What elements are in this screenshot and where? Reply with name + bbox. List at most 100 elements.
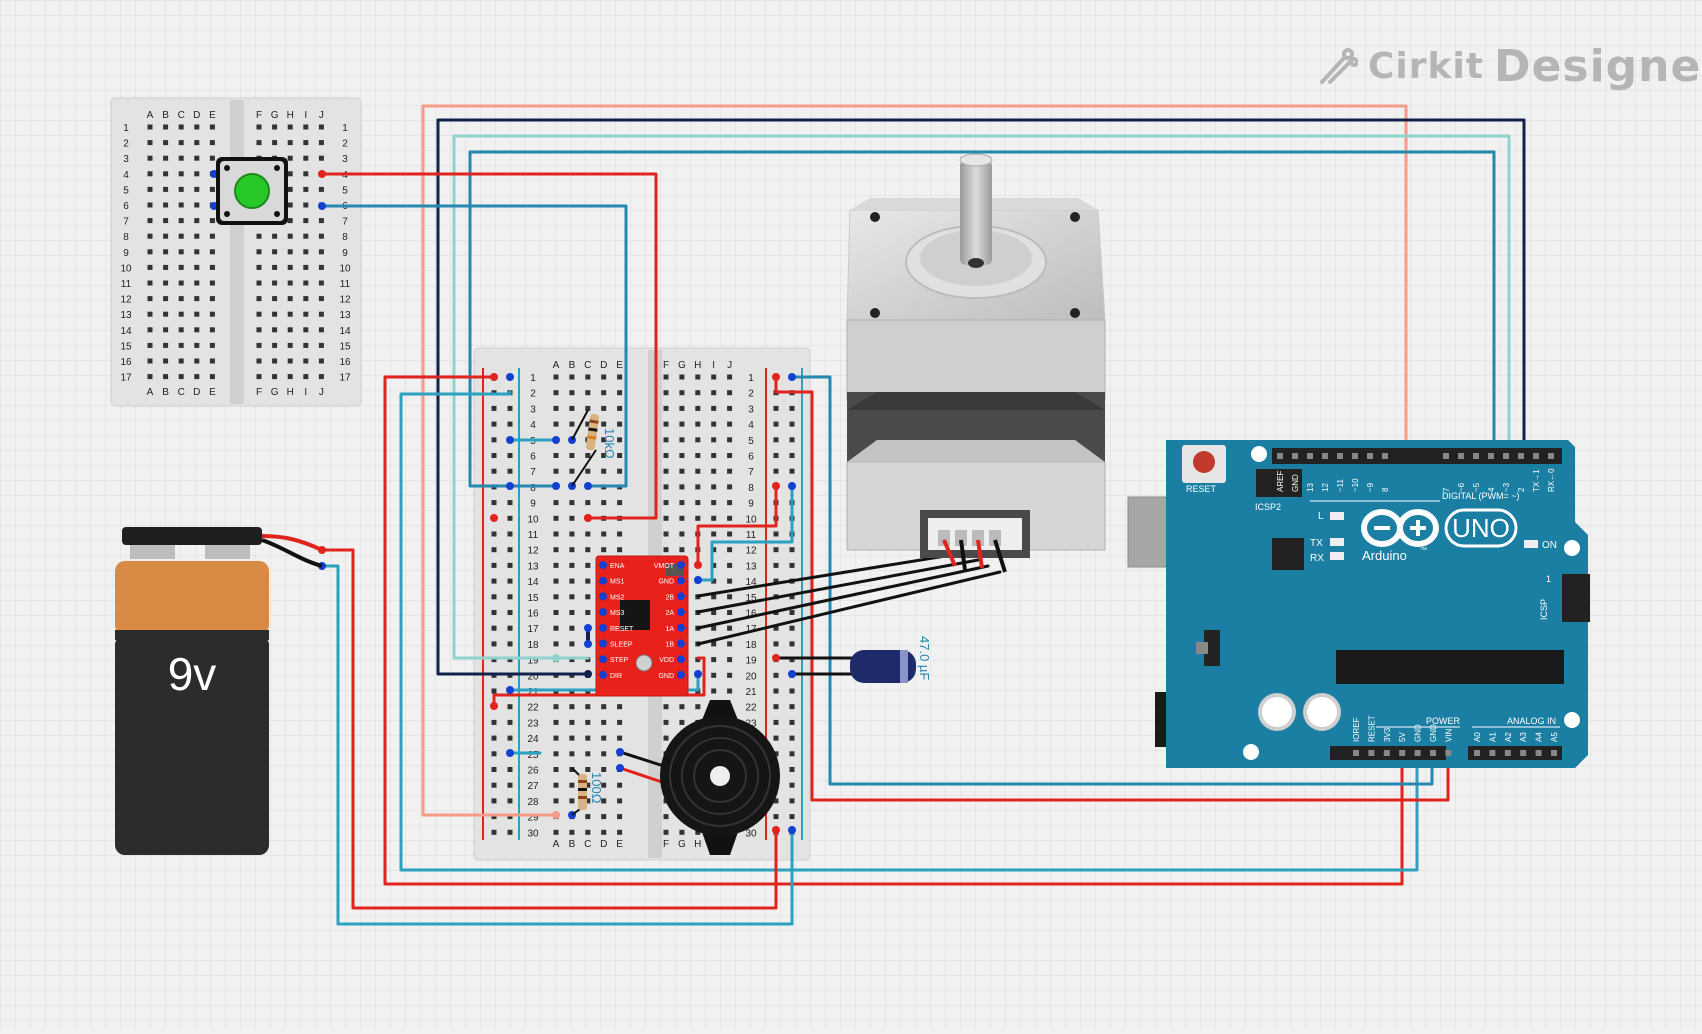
hole[interactable] [679,704,685,710]
hole[interactable] [553,515,559,521]
hole[interactable] [569,562,575,568]
rail-hole[interactable] [491,688,497,694]
rail-hole[interactable] [507,421,513,427]
hole[interactable] [663,814,669,820]
hole[interactable] [147,186,153,192]
hole[interactable] [711,390,717,396]
hole[interactable] [553,625,559,631]
hole[interactable] [194,140,200,146]
hole[interactable] [194,249,200,255]
hole[interactable] [553,782,559,788]
hole[interactable] [178,218,184,224]
hole[interactable] [318,155,324,161]
rail-hole[interactable] [773,751,779,757]
rail-hole[interactable] [507,531,513,537]
hole[interactable] [617,719,623,725]
hole[interactable] [711,437,717,443]
hole[interactable] [585,814,591,820]
rail-hole[interactable] [507,500,513,506]
rail-hole[interactable] [507,468,513,474]
hole[interactable] [287,140,293,146]
hole[interactable] [617,704,623,710]
rail-hole[interactable] [773,688,779,694]
hole[interactable] [711,578,717,584]
hole[interactable] [256,249,262,255]
rail-hole[interactable] [507,719,513,725]
hole[interactable] [663,374,669,380]
hole[interactable] [601,782,607,788]
driver-pin[interactable] [677,670,685,679]
hole[interactable] [147,311,153,317]
wire-endpoint[interactable] [506,686,514,694]
hole[interactable] [318,311,324,317]
hole[interactable] [318,140,324,146]
hole[interactable] [569,500,575,506]
wire-endpoint[interactable] [584,670,592,678]
hole[interactable] [163,186,169,192]
hole[interactable] [569,782,575,788]
hole[interactable] [585,782,591,788]
driver-pin[interactable] [599,576,607,585]
driver-pin[interactable] [677,592,685,601]
hole[interactable] [695,500,701,506]
rail-hole[interactable] [789,798,795,804]
rail-hole[interactable] [491,798,497,804]
wire-endpoint[interactable] [552,436,560,444]
rail-hole[interactable] [789,547,795,553]
hole[interactable] [147,218,153,224]
rail-hole[interactable] [789,767,795,772]
driver-pin[interactable] [599,639,607,648]
hole[interactable] [679,374,685,380]
hole[interactable] [147,124,153,130]
rail-hole[interactable] [507,641,513,647]
rail-hole[interactable] [491,531,497,537]
hole[interactable] [727,515,733,521]
hole[interactable] [178,374,184,380]
hole[interactable] [679,531,685,537]
hole[interactable] [163,296,169,302]
header-pin[interactable] [1488,453,1494,459]
hole[interactable] [569,719,575,725]
hole[interactable] [287,124,293,130]
hole[interactable] [194,280,200,286]
hole[interactable] [617,421,623,427]
wire-blue-d4[interactable] [468,150,1496,488]
hole[interactable] [209,186,215,192]
hole[interactable] [318,218,324,224]
hole[interactable] [178,186,184,192]
hole[interactable] [163,311,169,317]
header-pin[interactable] [1322,453,1328,459]
hole[interactable] [585,657,591,663]
hole[interactable] [617,829,623,835]
hole[interactable] [256,280,262,286]
hole[interactable] [569,735,575,741]
wire-black-2[interactable] [696,558,980,614]
wire-endpoint[interactable] [772,482,780,490]
hole[interactable] [695,437,701,443]
hole[interactable] [617,735,623,741]
hole[interactable] [585,719,591,725]
hole[interactable] [601,829,607,835]
hole[interactable] [163,202,169,208]
hole[interactable] [147,342,153,348]
wire-endpoint[interactable] [318,202,326,210]
hole[interactable] [553,704,559,710]
wire-red-vin[interactable] [774,375,1450,802]
wire-endpoint[interactable] [694,576,702,584]
rail-hole[interactable] [491,562,497,568]
hole[interactable] [287,171,293,177]
rail-hole[interactable] [491,594,497,600]
hole[interactable] [601,390,607,396]
hole[interactable] [303,202,309,208]
hole[interactable] [256,124,262,130]
hole[interactable] [585,500,591,506]
hole[interactable] [163,124,169,130]
header-pin[interactable] [1518,453,1524,459]
hole[interactable] [303,296,309,302]
hole[interactable] [679,515,685,521]
hole[interactable] [601,719,607,725]
wire-endpoint[interactable] [694,670,702,678]
hole[interactable] [663,500,669,506]
hole[interactable] [178,202,184,208]
hole[interactable] [569,641,575,647]
